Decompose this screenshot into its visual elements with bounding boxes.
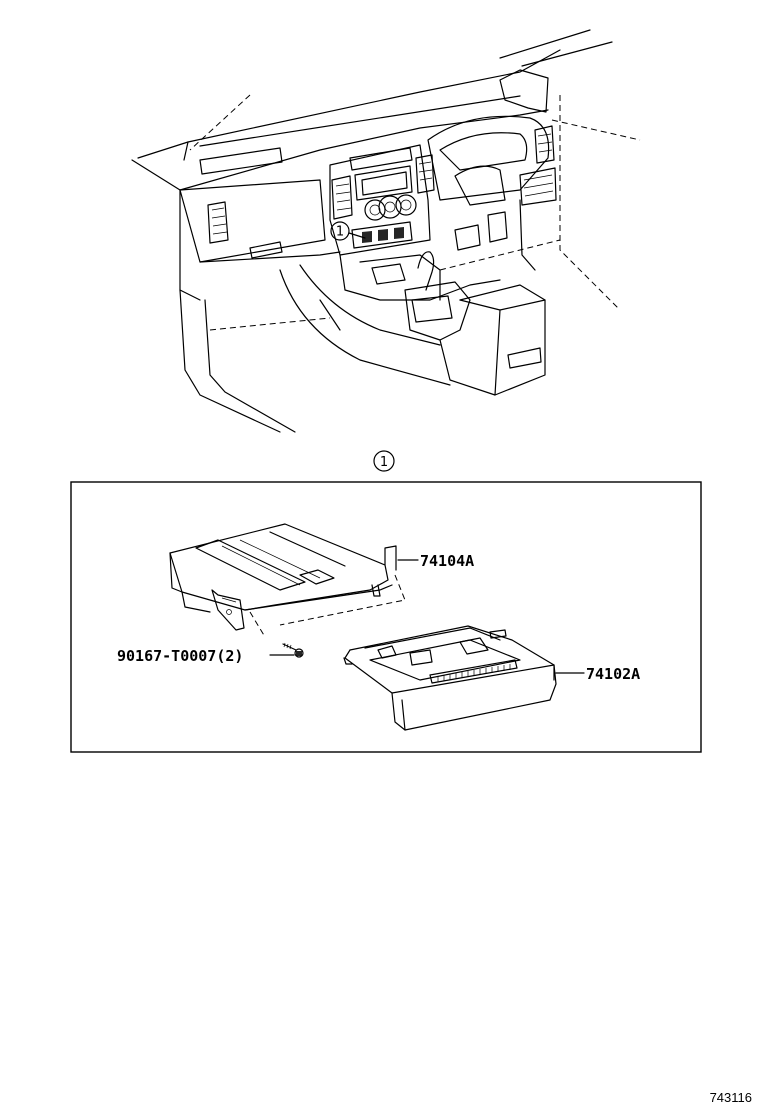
detail-callout-circle [373, 450, 395, 472]
ashtray-box-part-drawing [343, 625, 557, 731]
bracket-part-drawing [169, 523, 397, 631]
screw-part-drawing [282, 642, 304, 658]
detail-callout-number: 1 [380, 455, 388, 470]
box-part-number: 74102A [586, 665, 640, 683]
screw-part-number: 90167-T0007(2) [117, 647, 243, 665]
dashboard-callout-circle [330, 221, 350, 241]
dashboard-overview-illustration [131, 29, 641, 433]
figure-number: 743116 [710, 1090, 752, 1105]
dashboard-callout-number: 1 [336, 225, 344, 240]
detail-frame [70, 481, 702, 753]
bracket-part-number: 74104A [420, 552, 474, 570]
